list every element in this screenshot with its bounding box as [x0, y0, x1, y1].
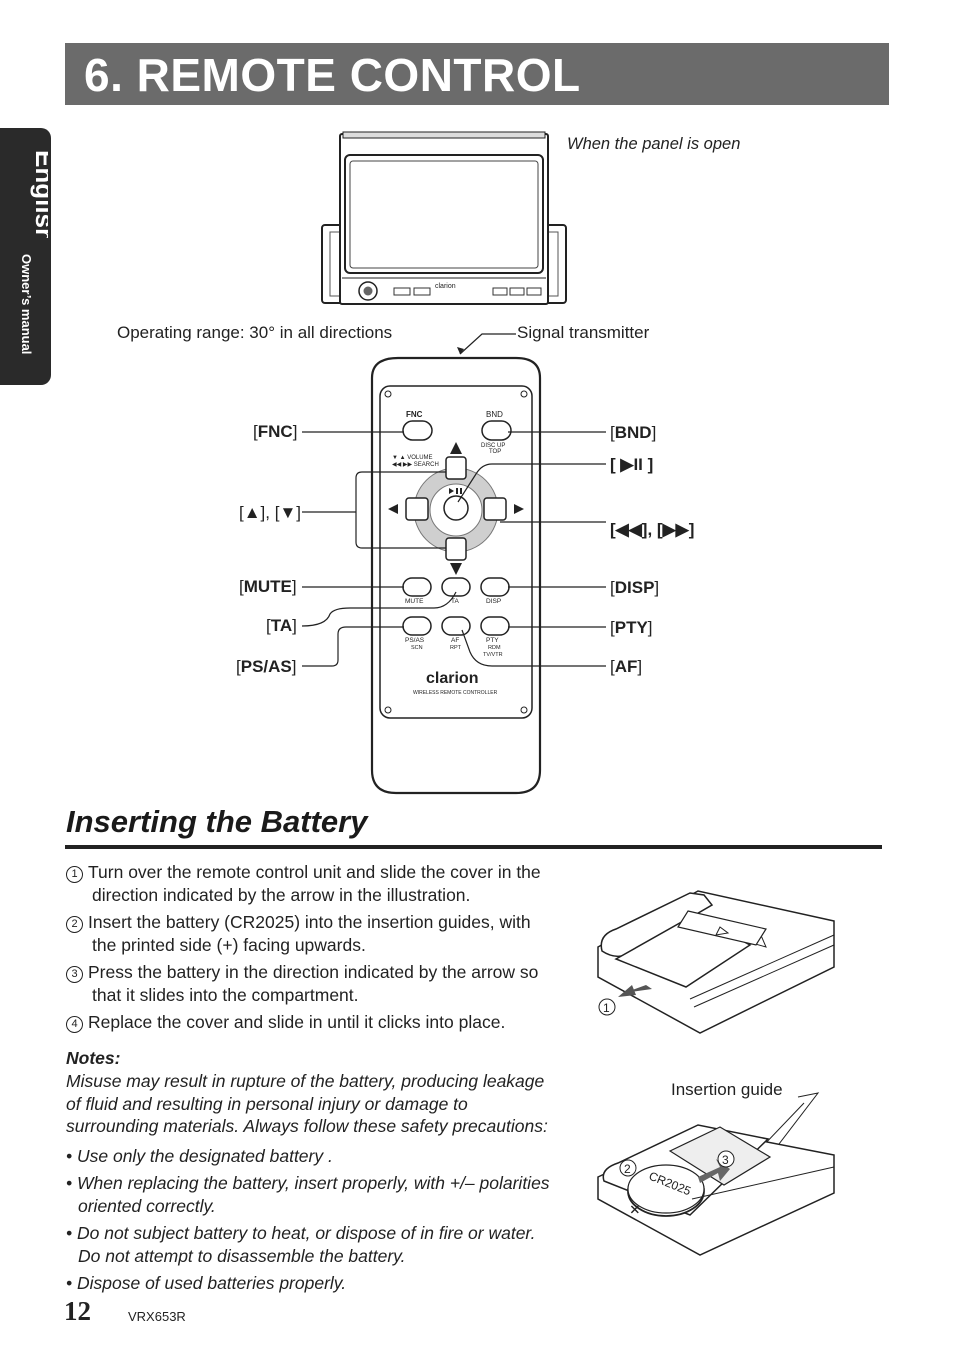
step-2-line1: Insert the battery (CR2025) into the ins… [88, 912, 531, 932]
head-unit-illustration: clarion [321, 131, 567, 305]
remote-footer-text: WIRELESS REMOTE CONTROLLER [413, 690, 498, 696]
note-bullet-4-line1: • Dispose of used batteries properly. [66, 1273, 347, 1293]
callout-af: [AF] [610, 657, 643, 676]
step-3-line2: that it slides into the compartment. [92, 985, 359, 1005]
callout-bnd: [BND] [610, 423, 657, 442]
note-bullet-1: • Use only the designated battery . [66, 1145, 586, 1168]
battery-step2-marker: 2 [624, 1162, 631, 1176]
callout-skip: [◀◀], [▶▶] [610, 520, 695, 539]
remote-bnd-sub-text: DISC UP [481, 443, 505, 449]
callout-bnd-text: BND [614, 423, 652, 442]
remote-search-text: ◀◀ ▶▶ SEARCH [392, 462, 439, 468]
notes-intro-line2: of fluid and resulting in personal injur… [66, 1093, 468, 1114]
callout-fnc-text: FNC [257, 422, 293, 441]
notes-intro-line3: surrounding materials. Always follow the… [66, 1116, 548, 1136]
operating-range-label: Operating range: 30° in all directions [117, 323, 393, 342]
callout-ta: [TA] [266, 616, 297, 635]
note-bullet-2-line1: • When replacing the battery, insert pro… [66, 1173, 550, 1193]
note-bullet-2-line2: oriented correctly. [78, 1195, 216, 1216]
callout-mute: [MUTE] [239, 577, 297, 596]
callout-mute-text: MUTE [243, 577, 292, 596]
step-3-number: 3 [66, 966, 83, 983]
callout-psas-text: PS/AS [240, 657, 292, 676]
battery-step1-marker: 1 [603, 1001, 610, 1015]
remote-pty-sub-text: RDM [488, 645, 501, 651]
callout-disp: [DISP] [610, 578, 660, 597]
remote-control-illustration: FNC BND DISC UP TOP ▼ ▲ VOLUME ◀◀ ▶▶ SEA… [301, 333, 606, 795]
section-title: Inserting the Battery [66, 804, 368, 839]
callout-ta-text: TA [270, 616, 293, 635]
note-bullet-1-line1: • Use only the designated battery . [66, 1146, 333, 1166]
note-bullet-3: • Do not subject battery to heat, or dis… [66, 1222, 586, 1267]
remote-bnd-sub2-text: TOP [489, 449, 501, 455]
battery-insert-illustration: CR2025 + 2 3 [597, 1092, 835, 1256]
callout-pty: [PTY] [610, 618, 653, 637]
callout-af-text: AF [614, 657, 638, 676]
side-tab-language: English [30, 150, 48, 238]
step-1-line1: Turn over the remote control unit and sl… [88, 862, 541, 882]
side-tab [0, 128, 51, 385]
step-2-number: 2 [66, 916, 83, 933]
note-bullet-2: • When replacing the battery, insert pro… [66, 1172, 586, 1217]
head-unit-brand: clarion [435, 283, 456, 290]
callout-psas: [PS/AS] [236, 657, 297, 676]
remote-psas-sub-text: SCN [411, 645, 423, 651]
remote-brand: clarion [426, 670, 478, 687]
remote-psas-text: PS/AS [405, 637, 425, 644]
remote-af-text: AF [451, 637, 459, 644]
callout-fnc: [FNC] [253, 422, 298, 441]
callout-play-pause: [ ▶II ] [610, 455, 654, 474]
remote-pty-text: PTY [486, 637, 499, 644]
remote-disp-text: DISP [486, 598, 501, 605]
remote-pty-sub2-text: TV/VTR [483, 652, 503, 658]
remote-bnd-text: BND [486, 410, 503, 419]
remote-volume-text: ▼ ▲ VOLUME [392, 455, 433, 461]
side-tab-subtitle: Owner’s manual [19, 254, 34, 354]
model-number: VRX653R [128, 1309, 186, 1324]
callout-updown: [▲], [▼] [239, 503, 301, 522]
step-3-line1: Press the battery in the direction indic… [88, 962, 539, 982]
side-tab-subtitle-text: Owner’s manual [19, 254, 34, 354]
notes-heading: Notes: [66, 1048, 121, 1068]
remote-ta-text: TA [451, 598, 459, 605]
signal-transmitter-label: Signal transmitter [517, 323, 650, 342]
step-2: 2 Insert the battery (CR2025) into the in… [66, 911, 576, 957]
notes-intro-line1: Misuse may result in rupture of the batt… [66, 1071, 545, 1091]
note-bullet-3-line2: Do not attempt to disassemble the batter… [78, 1245, 406, 1266]
step-3: 3 Press the battery in the direction indi… [66, 961, 576, 1007]
step-4-line1: Replace the cover and slide in until it … [88, 1012, 506, 1032]
side-tab-language-text: English [30, 150, 48, 238]
insertion-guide-label: Insertion guide [671, 1080, 783, 1099]
callout-disp-text: DISP [614, 578, 655, 597]
remote-mute-text: MUTE [405, 598, 424, 605]
note-bullet-3-line1: • Do not subject battery to heat, or dis… [66, 1223, 536, 1243]
remote-af-sub-text: RPT [450, 645, 462, 651]
page-title: 6. REMOTE CONTROL [84, 49, 581, 101]
title-bar [65, 43, 889, 105]
remote-fnc-text: FNC [406, 410, 423, 419]
note-bullet-4: • Dispose of used batteries properly. [66, 1272, 586, 1295]
step-2-line2: the printed side (+) facing upwards. [92, 935, 366, 955]
callout-pty-text: PTY [614, 618, 648, 637]
battery-cover-illustration: 1 [597, 890, 835, 1034]
notes-intro: Misuse may result in rupture of the batt… [66, 1070, 586, 1138]
step-1-line2: direction indicated by the arrow in the … [92, 885, 471, 905]
step-4: 4 Replace the cover and slide in until it… [66, 1011, 576, 1034]
step-4-number: 4 [66, 1016, 83, 1033]
section-rule [65, 845, 882, 849]
step-1-number: 1 [66, 866, 83, 883]
page-number: 12 [64, 1296, 91, 1326]
step-1: 1 Turn over the remote control unit and s… [66, 861, 576, 907]
battery-step3-marker: 3 [722, 1153, 729, 1167]
unit-caption: When the panel is open [567, 135, 741, 153]
